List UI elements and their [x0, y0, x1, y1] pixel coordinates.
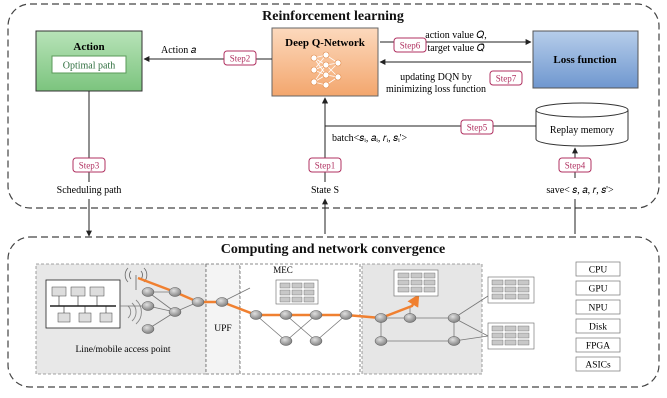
resource-gpu-box — [575, 280, 621, 296]
resource-disk-label: Disk — [589, 323, 607, 333]
step3-tag — [72, 157, 106, 173]
wireless-icon — [127, 299, 142, 325]
action-box-subtitle: Optimal path — [63, 61, 116, 72]
replay-memory-label: Replay memory — [550, 125, 614, 136]
router-node — [249, 310, 263, 320]
router-node — [191, 297, 205, 307]
router-node — [141, 287, 155, 297]
resource-cpu-label: CPU — [589, 266, 608, 276]
rl-section-title: Reinforcement learning — [262, 9, 404, 24]
mec-server-rack — [275, 279, 319, 305]
resource-disk-box — [575, 318, 621, 334]
step6-tag — [393, 37, 427, 53]
resource-fpga-label: FPGA — [586, 342, 610, 352]
resource-gpu-label: GPU — [588, 285, 607, 295]
resource-fpga-box — [575, 337, 621, 353]
step5-label: Step5 — [467, 123, 488, 133]
resource-list: CPU GPU NPU Disk FPGA ASICs — [575, 261, 621, 372]
step2-tag — [223, 50, 257, 66]
datacenter-rack-bottom — [487, 322, 535, 350]
step7-label: Step7 — [496, 74, 517, 84]
step4-label: Step4 — [565, 161, 586, 171]
step5-tag — [460, 119, 494, 135]
action-box: Action Optimal path — [35, 30, 143, 92]
mec-label: MEC — [273, 265, 293, 275]
action-box-title: Action — [73, 41, 104, 53]
save-label: save< 𝑠, 𝑎, 𝑟, 𝑠'> — [546, 185, 614, 196]
updating-label-line1: updating DQN by — [400, 72, 472, 83]
resource-npu-box — [575, 299, 621, 315]
dqn-box: Deep Q-Network — [271, 27, 379, 97]
router-node — [168, 307, 182, 317]
state-label: State S — [311, 185, 339, 196]
datacenter-rack-top — [487, 276, 535, 304]
router-node — [403, 313, 417, 323]
step2-label: Step2 — [230, 54, 251, 64]
step1-label: Step1 — [315, 161, 336, 171]
routers — [141, 287, 461, 346]
step-tags: Step2 Step6 Step7 Step5 Step3 Step1 Step… — [72, 37, 592, 173]
resource-npu-label: NPU — [588, 304, 607, 314]
action-a-label: Action 𝑎 — [161, 45, 197, 56]
step3-label: Step3 — [79, 161, 100, 171]
replay-memory-cylinder: Replay memory — [535, 102, 629, 147]
router-node — [447, 313, 461, 323]
router-node — [215, 297, 229, 307]
router-node — [374, 313, 388, 323]
dqn-box-title: Deep Q-Network — [285, 37, 366, 49]
step6-label: Step6 — [400, 41, 421, 51]
step4-tag — [558, 157, 592, 173]
resource-asics-box — [575, 356, 621, 372]
router-node — [309, 310, 323, 320]
action-value-label: action value 𝑄, — [425, 30, 486, 41]
scheduling-path-label: Scheduling path — [57, 185, 122, 196]
router-node — [309, 336, 323, 346]
router-node — [141, 324, 155, 334]
step1-tag — [308, 157, 342, 173]
resource-asics-label: ASICs — [585, 361, 611, 371]
router-node — [374, 336, 388, 346]
access-point-label: Line/mobile access point — [76, 345, 171, 355]
access-devices — [45, 279, 121, 329]
cnc-section-title: Computing and network convergence — [221, 242, 445, 257]
router-node — [168, 287, 182, 297]
batch-label: batch<𝑠ᵢ, 𝑎ᵢ, 𝑟ᵢ, 𝑠ᵢ'> — [332, 133, 408, 144]
updating-label-line2: minimizing loss function — [386, 84, 486, 95]
router-node — [141, 301, 155, 311]
resource-cpu-box — [575, 261, 621, 277]
router-node — [339, 310, 353, 320]
replay-to-dqn-arrow — [322, 97, 536, 127]
rl-section-border — [7, 3, 660, 209]
loss-function-box: Loss function — [532, 30, 639, 89]
router-node — [447, 336, 461, 346]
router-node — [279, 310, 293, 320]
upf-label: UPF — [214, 324, 231, 334]
loss-function-title: Loss function — [553, 54, 616, 66]
core-server-rack — [393, 269, 439, 297]
target-value-label: target value 𝑄̂ — [427, 43, 484, 54]
cnc-section-border — [7, 236, 660, 388]
router-node — [279, 336, 293, 346]
step7-tag — [489, 70, 523, 86]
upf-zone — [205, 263, 241, 375]
